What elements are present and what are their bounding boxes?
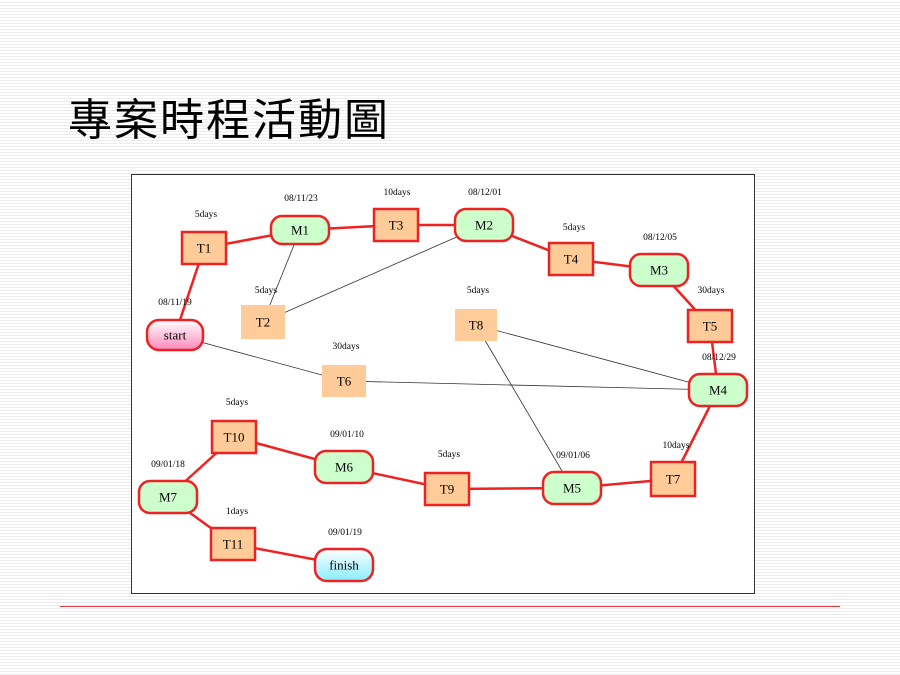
node-t3[interactable]: T3 10days — [372, 188, 420, 243]
node-annotation: 10days — [384, 188, 411, 198]
node-t10[interactable]: T10 5days — [210, 398, 258, 455]
milestone-shape — [453, 207, 515, 243]
node-label: M2 — [475, 218, 493, 233]
page-title: 專案時程活動圖 — [68, 95, 390, 146]
node-m2[interactable]: M2 08/12/01 — [453, 188, 515, 243]
node-annotation: 09/01/10 — [330, 430, 364, 440]
task-shape — [209, 526, 257, 562]
node-annotation: 09/01/19 — [328, 528, 362, 538]
node-label: M5 — [563, 481, 581, 496]
node-label: M6 — [335, 460, 354, 475]
task-shape — [686, 308, 734, 344]
node-t5[interactable]: T5 30days — [686, 286, 734, 344]
node-label: T3 — [389, 218, 403, 233]
milestone-shape — [137, 479, 199, 515]
edge-t8-m5 — [475, 324, 573, 489]
node-label: T2 — [256, 315, 270, 330]
node-label: M1 — [291, 223, 309, 238]
node-t2[interactable]: T2 5days — [241, 286, 285, 339]
node-label: M4 — [709, 383, 728, 398]
node-m4[interactable]: M4 08/12/29 — [687, 353, 749, 408]
node-annotation: 08/11/19 — [158, 298, 192, 308]
node-start[interactable]: start 08/11/19 — [145, 298, 205, 352]
node-annotation: 5days — [563, 223, 585, 233]
node-m1[interactable]: M1 08/11/23 — [269, 194, 331, 246]
node-label: finish — [329, 558, 359, 573]
node-t6[interactable]: T6 30days — [322, 342, 366, 397]
node-label: T1 — [197, 241, 211, 256]
node-annotation: 08/11/23 — [284, 194, 318, 204]
node-t9[interactable]: T9 5days — [423, 450, 471, 507]
start-shape — [145, 318, 205, 352]
node-annotation: 5days — [195, 210, 217, 220]
finish-shape — [313, 547, 375, 583]
node-t7[interactable]: T7 10days — [649, 441, 697, 498]
node-label: M3 — [650, 263, 668, 278]
node-label: T6 — [337, 374, 352, 389]
node-t4[interactable]: T4 5days — [547, 223, 595, 277]
footer-divider — [60, 606, 840, 607]
node-t8[interactable]: T8 5days — [455, 286, 497, 341]
task-shape — [372, 207, 420, 243]
node-label: T5 — [703, 319, 717, 334]
node-label: T8 — [469, 318, 483, 333]
node-annotation: 5days — [226, 398, 248, 408]
node-annotation: 30days — [333, 342, 360, 352]
node-annotation: 08/12/05 — [643, 233, 677, 243]
task-shape — [322, 365, 366, 397]
node-label: M7 — [159, 490, 178, 505]
node-annotation: 08/12/29 — [702, 353, 736, 363]
node-annotation: 30days — [698, 286, 725, 296]
node-t11[interactable]: T11 1days — [209, 507, 257, 562]
node-m5[interactable]: M5 09/01/06 — [541, 451, 603, 506]
task-shape — [241, 305, 285, 339]
milestone-shape — [628, 252, 690, 288]
node-annotation: 1days — [226, 507, 248, 517]
node-label: T4 — [564, 252, 579, 267]
node-m6[interactable]: M6 09/01/10 — [313, 430, 375, 485]
milestone-shape — [541, 470, 603, 506]
task-shape — [210, 419, 258, 455]
milestone-shape — [269, 214, 331, 246]
node-t1[interactable]: T1 5days — [180, 210, 228, 266]
edge-t2-m2 — [262, 224, 485, 323]
milestone-shape — [313, 449, 375, 485]
node-finish[interactable]: finish 09/01/19 — [313, 528, 375, 583]
node-label: T7 — [666, 472, 681, 487]
node-annotation: 5days — [255, 286, 277, 296]
node-m3[interactable]: M3 08/12/05 — [628, 233, 690, 288]
node-label: start — [164, 328, 187, 343]
node-m7[interactable]: M7 09/01/18 — [137, 460, 199, 515]
task-shape — [423, 471, 471, 507]
edge-t6-m4 — [343, 380, 719, 391]
node-annotation: 10days — [663, 441, 690, 451]
task-shape — [180, 230, 228, 266]
node-annotation: 09/01/06 — [556, 451, 590, 461]
node-label: T11 — [223, 537, 243, 552]
edge-t8-m4 — [475, 324, 719, 391]
task-shape — [455, 309, 497, 341]
node-annotation: 08/12/01 — [468, 188, 502, 198]
node-label: T10 — [224, 430, 245, 445]
diagram-canvas: start08/11/19T15daysM108/11/23T25daysT31… — [137, 188, 749, 583]
node-annotation: 5days — [438, 450, 460, 460]
task-shape — [547, 241, 595, 277]
node-annotation: 5days — [467, 286, 489, 296]
milestone-shape — [687, 372, 749, 408]
node-annotation: 09/01/18 — [151, 460, 185, 470]
node-label: T9 — [440, 482, 454, 497]
task-shape — [649, 460, 697, 498]
